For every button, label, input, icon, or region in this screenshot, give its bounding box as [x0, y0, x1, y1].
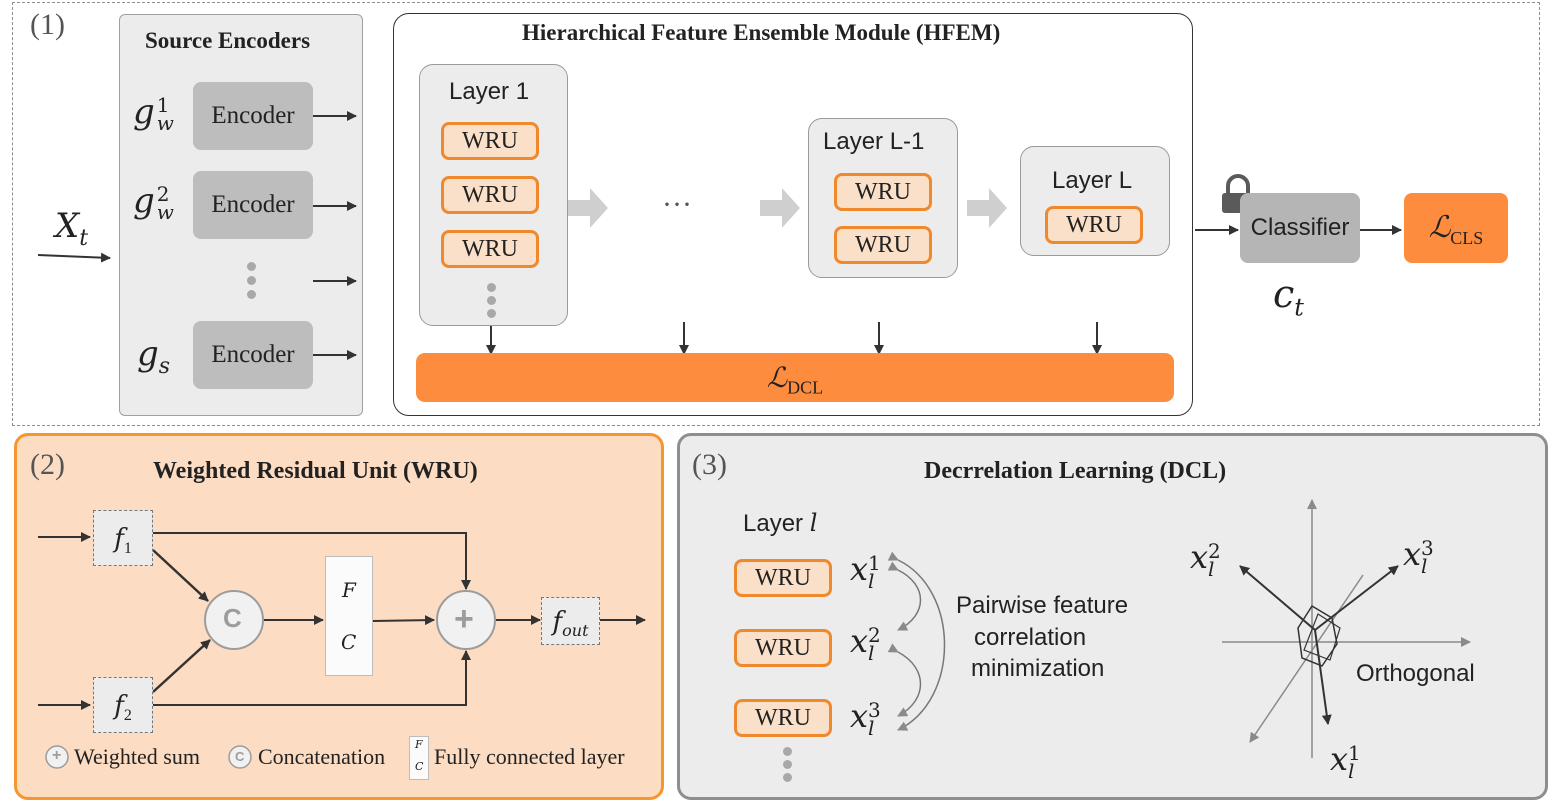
wru-title: Weighted Residual Unit (WRU) — [153, 458, 478, 484]
fc-bottom-letter: C — [341, 630, 357, 654]
sum-symbol: + — [454, 600, 474, 638]
layers-ellipsis: ··· — [662, 188, 692, 221]
pairwise-line-1: Pairwise feature — [956, 592, 1129, 619]
layer-l-label: Layer L — [1052, 167, 1133, 194]
layer-1-ellipsis-dot — [487, 296, 496, 305]
encoder-box-1: Encoder — [193, 82, 313, 150]
layer-1-ellipsis-dot — [487, 309, 496, 318]
dcl-ellipsis-dot — [783, 773, 792, 782]
panel-3-number: (3) — [692, 448, 727, 481]
legend-sum-symbol: + — [52, 747, 62, 764]
cls-loss-box: ℒCLS — [1404, 193, 1508, 263]
dcl-wru-1: WRU — [734, 559, 832, 597]
panel-2-number: (2) — [30, 448, 65, 481]
encoder-ellipsis-dot — [247, 276, 256, 285]
fc-top-letter: F — [342, 578, 356, 602]
fc-layer-box — [325, 556, 373, 676]
hfem-title: Hierarchical Feature Ensemble Module (HF… — [522, 20, 1001, 45]
legend-fc-icon — [409, 736, 429, 780]
legend-concat-label: Concatenation — [258, 744, 386, 769]
dcl-ellipsis-dot — [783, 747, 792, 756]
layer-1-ellipsis-dot — [487, 283, 496, 292]
layer-l-wru: WRU — [1045, 206, 1143, 244]
panel-1-number: (1) — [30, 8, 65, 41]
layer-1-label: Layer 1 — [449, 78, 530, 105]
legend-concat-symbol: C — [235, 749, 245, 764]
layer-1-wru: WRU — [441, 122, 539, 160]
legend-fc-top: F — [415, 738, 423, 751]
classifier-variable: ct — [1273, 272, 1304, 322]
encoder-ellipsis-dot — [247, 262, 256, 271]
encoder-ellipsis-dot — [247, 290, 256, 299]
encoder-box-s: Encoder — [193, 321, 313, 389]
f2-box: f2 — [93, 677, 153, 733]
pairwise-line-3: minimization — [971, 655, 1105, 682]
legend-fc-bottom: C — [415, 760, 424, 773]
pairwise-line-2: correlation — [974, 624, 1087, 651]
dcl-title: Decrrelation Learning (DCL) — [924, 458, 1227, 484]
dcl-wru-3: WRU — [734, 699, 832, 737]
dcl-layer-label: Layer l — [743, 509, 818, 537]
orthogonal-label: Orthogonal — [1356, 660, 1475, 687]
dcl-wru-2: WRU — [734, 629, 832, 667]
panel-1-frame — [12, 2, 1540, 426]
encoder-box-2: Encoder — [193, 171, 313, 239]
layer-l-minus-1-wru: WRU — [834, 226, 932, 264]
dcl-ellipsis-dot — [783, 760, 792, 769]
fout-box: fout — [541, 597, 600, 645]
classifier-box: Classifier — [1240, 193, 1360, 263]
source-encoders-title: Source Encoders — [145, 28, 311, 53]
layer-1-wru: WRU — [441, 230, 539, 268]
layer-1-wru: WRU — [441, 176, 539, 214]
input-variable: Xt — [55, 206, 89, 251]
legend-fc-label: Fully connected layer — [434, 744, 625, 769]
encoder-var-s: gs — [137, 334, 171, 379]
layer-l-minus-1-wru: WRU — [834, 173, 932, 211]
legend-sum-label: Weighted sum — [74, 744, 200, 769]
panel-3-frame — [677, 433, 1548, 800]
f1-box: f1 — [93, 510, 153, 566]
dcl-loss-bar: ℒDCL — [416, 353, 1174, 402]
concat-symbol: C — [223, 603, 242, 633]
layer-l-minus-1-label: Layer L-1 — [823, 128, 925, 155]
